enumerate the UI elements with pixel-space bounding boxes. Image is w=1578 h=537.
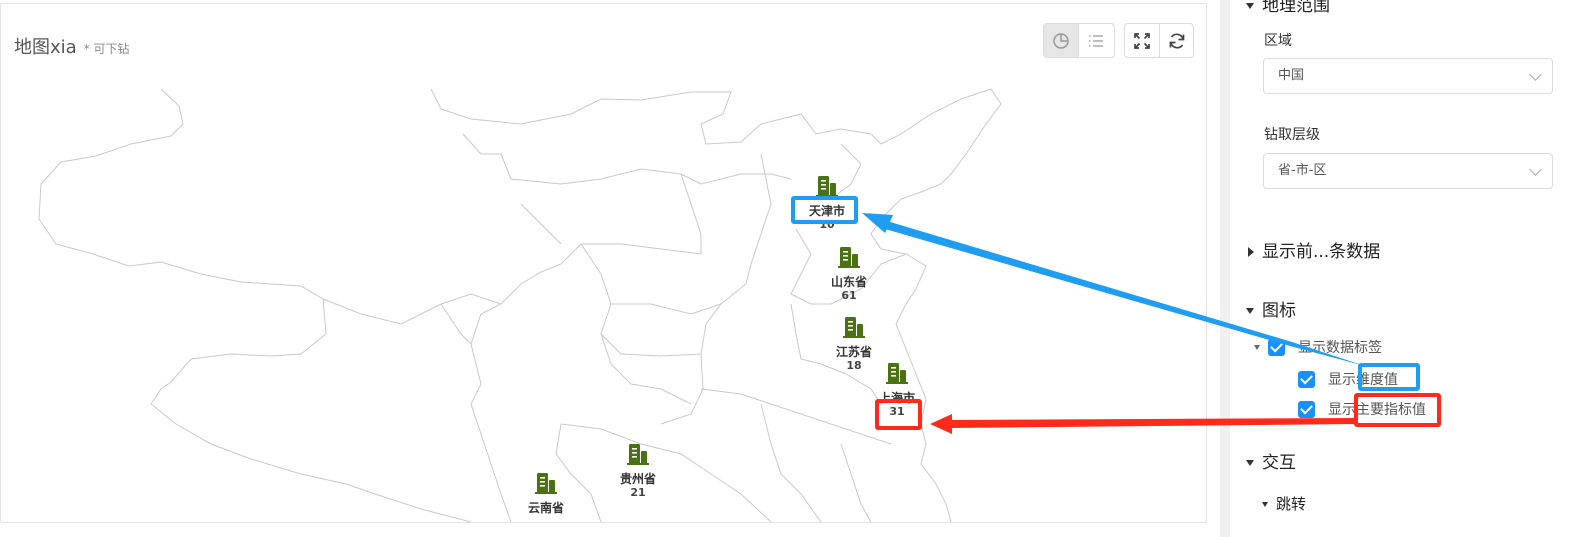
building-icon <box>885 363 908 384</box>
section-interaction[interactable]: 交互 <box>1246 448 1296 473</box>
show-data-label-text: 显示数据标签 <box>1298 340 1382 356</box>
show-data-label-checkbox[interactable] <box>1268 338 1285 356</box>
marker-name: 天津市 <box>808 204 846 218</box>
region-select-value: 中国 <box>1278 68 1305 83</box>
region-select[interactable]: 中国 <box>1263 58 1553 94</box>
map-border <box>462 133 792 185</box>
map-border <box>830 143 862 200</box>
map-chart-panel: 地图xia* 可下钻 天津市 10 山东省 61 江苏省 18 上海市 31 <box>0 3 1207 523</box>
section-title-text: 地理范围 <box>1262 0 1330 16</box>
map-border <box>680 173 702 254</box>
chart-title: 地图xia * 可下钻 <box>14 33 130 59</box>
building-icon <box>815 176 838 197</box>
settings-panel: 地理范围 区域 中国 钻取层级 省-市-区 显示前...条数据 图标 显示数据标… <box>1230 0 1578 537</box>
show-main-metric-text: 显示主要指标值 <box>1328 402 1426 418</box>
show-main-metric-checkbox[interactable] <box>1298 400 1315 418</box>
refresh-button[interactable] <box>1159 24 1193 57</box>
caret-down-icon <box>1246 460 1254 466</box>
section-title-text: 显示前...条数据 <box>1262 242 1381 262</box>
marker-value: 61 <box>841 289 857 302</box>
show-dimension-checkbox[interactable] <box>1298 370 1315 388</box>
list-view-button[interactable] <box>1078 24 1112 57</box>
building-icon <box>626 444 649 465</box>
drill-level-select-value: 省-市-区 <box>1278 163 1327 178</box>
show-dimension-text: 显示维度值 <box>1328 372 1398 388</box>
region-label: 区域 <box>1264 33 1292 49</box>
section-title-text: 跳转 <box>1276 495 1307 513</box>
caret-down-icon <box>1246 3 1254 9</box>
map-border <box>790 228 907 305</box>
map-border <box>660 153 772 425</box>
fullscreen-icon <box>1134 32 1150 49</box>
marker-name: 贵州省 <box>619 472 657 486</box>
building-icon <box>534 473 557 494</box>
map-marker-guizhou[interactable]: 贵州省 21 <box>620 442 656 499</box>
show-dimension-row[interactable]: 显示维度值 <box>1298 369 1398 389</box>
chart-actions-group <box>1124 23 1194 58</box>
building-icon <box>837 247 860 268</box>
show-data-label-row[interactable]: 显示数据标签 <box>1254 337 1382 357</box>
caret-down-icon <box>1262 502 1268 507</box>
map-marker-jiangsu[interactable]: 江苏省 18 <box>836 315 872 372</box>
map-border <box>611 303 722 315</box>
section-title-text: 图标 <box>1262 301 1296 321</box>
list-icon <box>1088 34 1103 47</box>
marker-name: 江苏省 <box>835 345 873 359</box>
fullscreen-button[interactable] <box>1125 24 1159 57</box>
map-border <box>580 243 692 405</box>
refresh-icon <box>1169 32 1184 49</box>
section-top-n[interactable]: 显示前...条数据 <box>1248 237 1380 262</box>
marker-name: 山东省 <box>830 275 868 289</box>
map-border <box>760 403 822 522</box>
annotation-highlight-dimension-setting <box>1358 363 1420 391</box>
china-map[interactable] <box>1 4 1207 523</box>
map-border <box>700 388 892 445</box>
map-border <box>600 333 702 357</box>
drill-level-label: 钻取层级 <box>1264 127 1320 143</box>
chart-view-button[interactable] <box>1044 24 1078 57</box>
annotation-highlight-dimension <box>791 196 858 224</box>
chevron-down-icon <box>1529 68 1542 81</box>
marker-value: 31 <box>889 405 905 418</box>
marker-name: 云南省 <box>527 501 565 515</box>
map-border <box>840 443 872 522</box>
chevron-down-icon <box>1529 163 1542 176</box>
caret-down-icon <box>1246 308 1254 314</box>
map-border <box>520 203 562 245</box>
view-toggle-group <box>1043 23 1115 58</box>
annotation-highlight-metric-setting <box>1354 393 1441 427</box>
map-outline <box>38 88 472 522</box>
section-geo-range[interactable]: 地理范围 <box>1246 0 1330 16</box>
drilldown-hint: * 可下钻 <box>83 42 130 56</box>
annotation-highlight-metric <box>875 399 922 430</box>
caret-right-icon <box>1248 247 1254 257</box>
map-border <box>555 423 602 522</box>
map-marker-yunnan[interactable]: 云南省 <box>528 471 564 515</box>
section-icon[interactable]: 图标 <box>1246 296 1296 321</box>
drill-level-select[interactable]: 省-市-区 <box>1263 153 1553 189</box>
section-jump[interactable]: 跳转 <box>1262 493 1306 514</box>
map-border <box>322 293 502 325</box>
map-marker-shandong[interactable]: 山东省 61 <box>831 245 867 302</box>
map-border <box>470 243 702 522</box>
building-icon <box>842 317 865 338</box>
map-border <box>440 303 472 345</box>
map-border <box>560 423 772 522</box>
pie-chart-icon <box>1053 32 1069 49</box>
show-main-metric-row[interactable]: 显示主要指标值 <box>1298 399 1426 419</box>
chart-title-text: 地图xia <box>14 37 77 58</box>
marker-value: 18 <box>846 359 862 372</box>
caret-down-icon <box>1254 344 1260 350</box>
panel-divider <box>1220 0 1230 537</box>
marker-value: 21 <box>630 486 646 499</box>
section-title-text: 交互 <box>1262 453 1296 473</box>
